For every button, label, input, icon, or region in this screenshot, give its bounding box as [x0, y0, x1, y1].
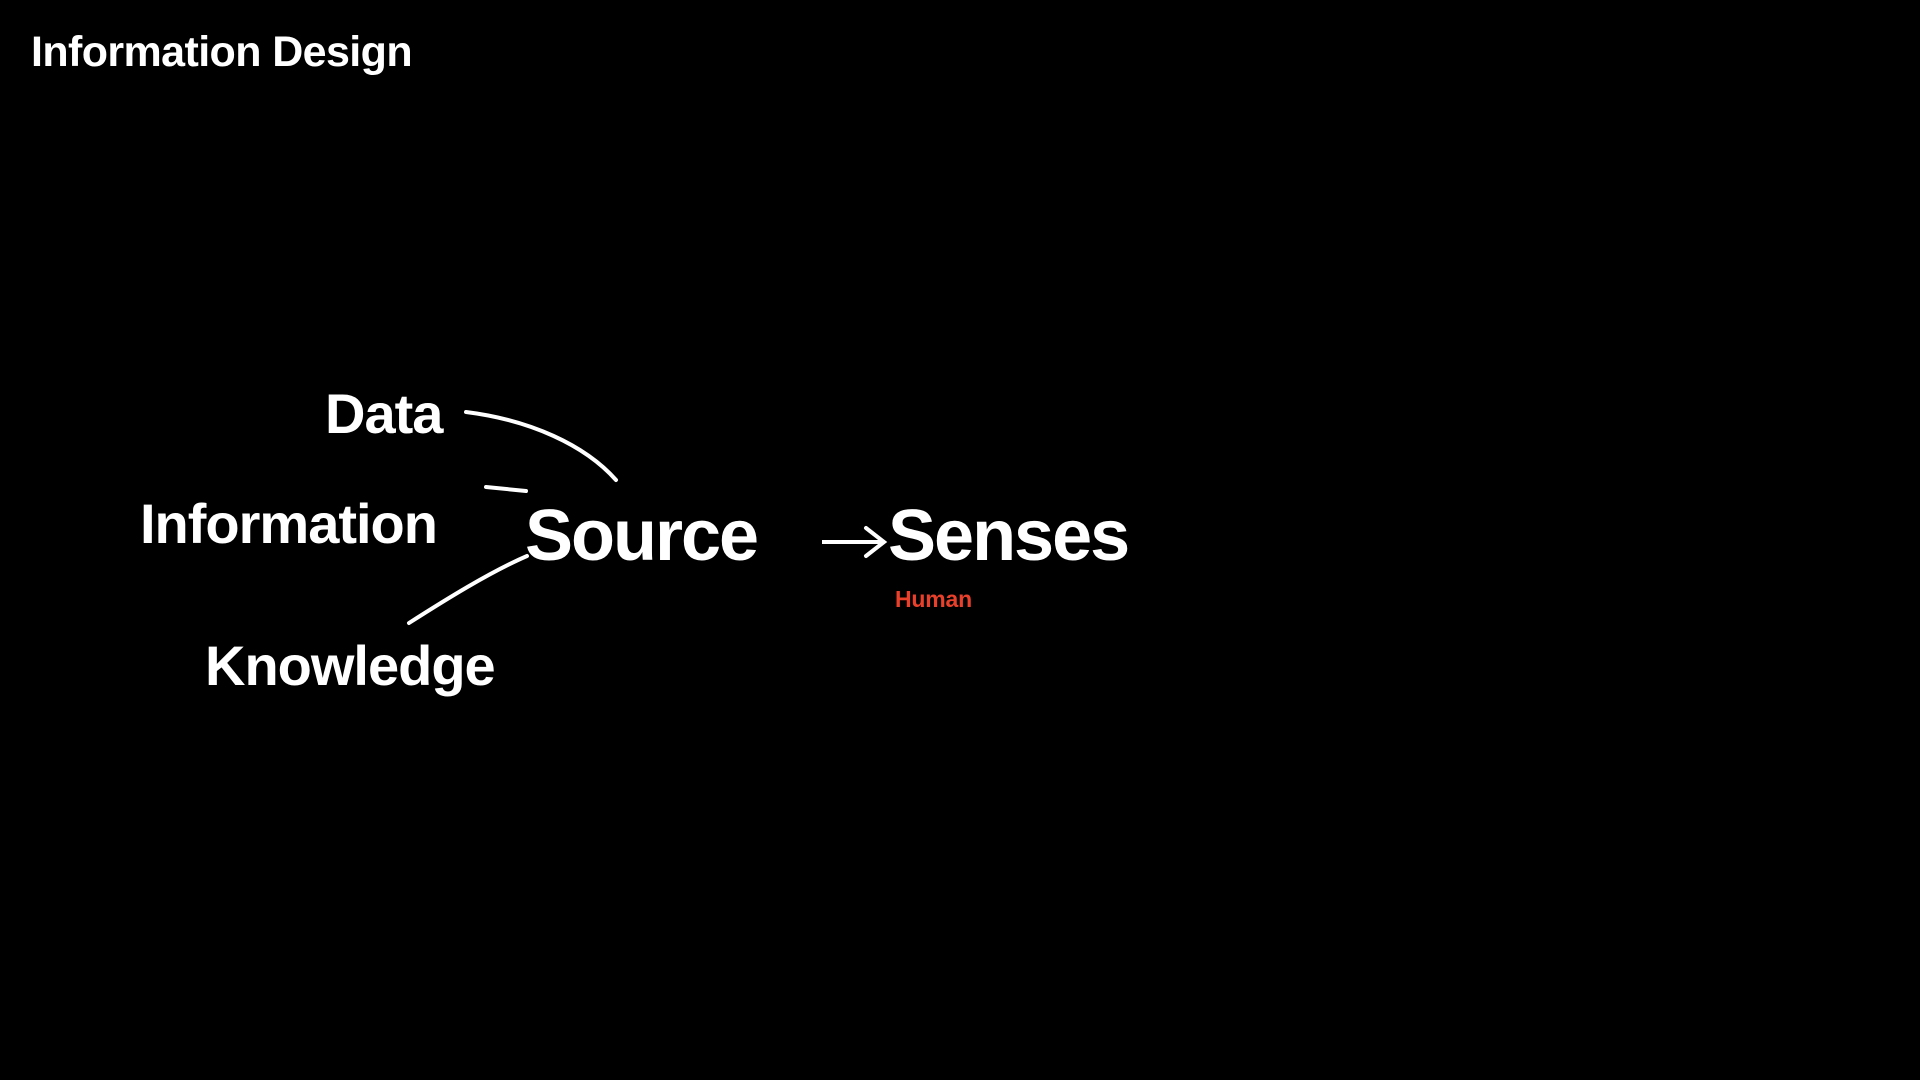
diagram-node-source[interactable]: Source [525, 496, 759, 576]
diagram-node-knowledge[interactable]: Knowledge [205, 634, 496, 697]
diagram-node-data[interactable]: Data [325, 382, 443, 445]
diagram-node-senses[interactable]: Senses [888, 496, 1130, 576]
connector-data-to-source [464, 410, 618, 482]
diagram-annotation-human: Human [895, 586, 972, 612]
diagram-node-information[interactable]: Information [140, 492, 438, 555]
connector-knowledge-to-source [407, 554, 529, 625]
connector-information-to-source [484, 485, 528, 493]
connector-source-to-senses-arrowhead [864, 526, 888, 558]
page-title: Information Design [31, 28, 413, 76]
